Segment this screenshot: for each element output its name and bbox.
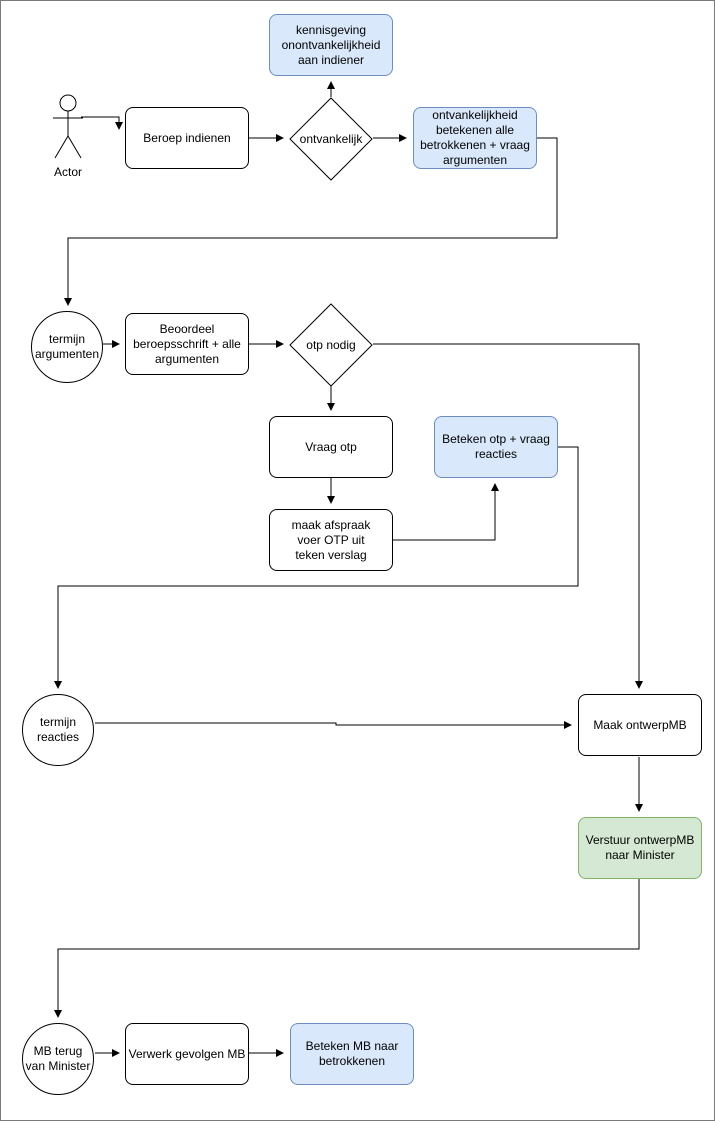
node-kennisgeving[interactable]: kennisgeving onontvankelijkheid aan indi…: [269, 14, 393, 76]
node-beroep-indienen[interactable]: Beroep indienen: [125, 107, 249, 169]
node-termijn-argumenten-label: termijn argumenten: [34, 332, 100, 361]
decision-otp-nodig-shape: [289, 303, 373, 387]
edge-betekenen-termijn: [64, 137, 558, 306]
node-verstuur[interactable]: Verstuur ontwerpMB naar Minister: [578, 817, 702, 879]
node-vraag-otp-label: Vraag otp: [305, 439, 357, 454]
edge-termijnreacties-maakontwerp: [95, 721, 572, 729]
edge-otp-maakontwerp: [373, 343, 643, 689]
node-termijn-reacties-label: termijn reacties: [36, 715, 80, 744]
node-verwerk-label: Verwerk gevolgen MB: [128, 1046, 246, 1061]
node-beroep-indienen-label: Beroep indienen: [143, 130, 231, 145]
node-beteken-mb[interactable]: Beteken MB naar betrokkenen: [290, 1023, 414, 1085]
node-verwerk[interactable]: Verwerk gevolgen MB: [125, 1023, 249, 1085]
node-termijn-argumenten[interactable]: termijn argumenten: [31, 311, 103, 383]
node-verstuur-label: Verstuur ontwerpMB naar Minister: [585, 833, 695, 862]
node-beteken-otp-label: Beteken otp + vraag reacties: [442, 432, 550, 461]
actor-label: Actor: [53, 165, 82, 179]
decision-ontvankelijk-shape: [289, 97, 373, 181]
edge-afspraak-beteken: [393, 483, 499, 541]
decision-otp-nodig[interactable]: otp nodig: [289, 303, 373, 387]
node-beteken-mb-label: Beteken MB naar betrokkenen: [305, 1039, 399, 1068]
node-beoordeel-label: Beoordeel beroepsschrift + alle argument…: [133, 321, 241, 366]
node-mb-terug-label: MB terug van Minister: [25, 1044, 91, 1073]
edge-verstuur-mbterug: [54, 879, 640, 1018]
node-beoordeel[interactable]: Beoordeel beroepsschrift + alle argument…: [125, 313, 249, 375]
node-vraag-otp[interactable]: Vraag otp: [269, 416, 393, 478]
node-maak-afspraak[interactable]: maak afspraak voer OTP uit teken verslag: [269, 509, 393, 571]
node-beteken-otp[interactable]: Beteken otp + vraag reacties: [434, 416, 558, 478]
node-maak-ontwerp[interactable]: Maak ontwerpMB: [578, 694, 702, 756]
edge-beteken-termijnreacties: [54, 446, 579, 689]
node-kennisgeving-label: kennisgeving onontvankelijkheid aan indi…: [281, 22, 381, 67]
node-maak-ontwerp-label: Maak ontwerpMB: [593, 717, 687, 732]
node-termijn-reacties[interactable]: termijn reacties: [22, 694, 94, 766]
edge-actor-beroep: [81, 116, 123, 130]
decision-otp-nodig-label: otp nodig: [306, 338, 356, 352]
node-maak-afspraak-label: maak afspraak voer OTP uit teken verslag: [291, 517, 371, 562]
node-ontvankelijkheid-betekenen[interactable]: ontvankelijkheid betekenen alle betrokke…: [413, 107, 537, 169]
node-ontvankelijkheid-betekenen-label: ontvankelijkheid betekenen alle betrokke…: [420, 108, 530, 167]
decision-ontvankelijk[interactable]: ontvankelijk: [289, 97, 373, 181]
actor-icon: [53, 94, 83, 159]
node-mb-terug[interactable]: MB terug van Minister: [22, 1023, 94, 1095]
decision-ontvankelijk-label: ontvankelijk: [299, 132, 363, 146]
